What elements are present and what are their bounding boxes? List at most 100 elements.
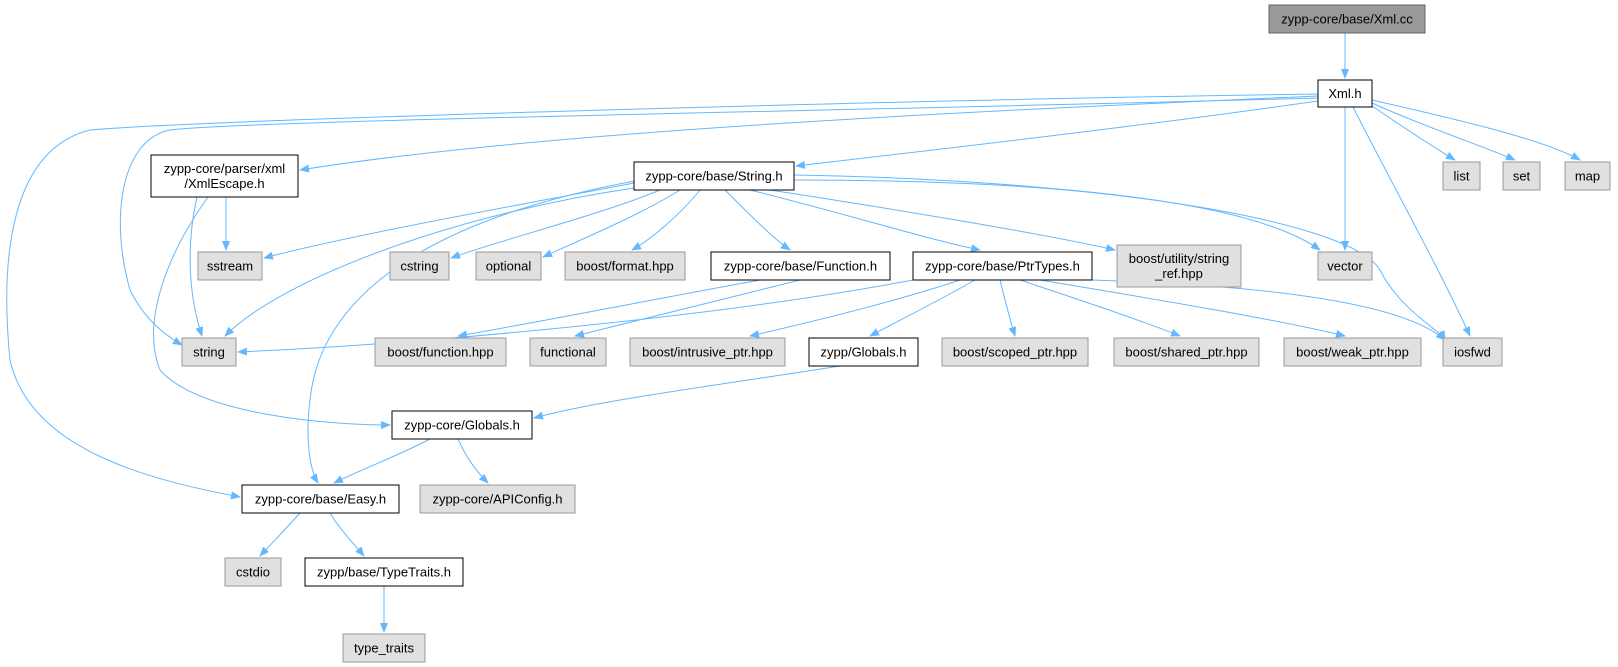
node-label: iosfwd [1454, 345, 1491, 360]
node-vector: vector [1317, 251, 1373, 281]
node-boost-string-ref: boost/utility/string_ref.hpp [1116, 244, 1242, 288]
edge-xml_h-to-set [1371, 102, 1516, 161]
node-box [1113, 337, 1260, 367]
node-function-h[interactable]: zypp-core/base/Function.h [710, 251, 891, 281]
node-label: type_traits [354, 641, 414, 656]
node-xml-cc: zypp-core/base/Xml.cc [1268, 4, 1426, 34]
node-box [1317, 251, 1373, 281]
node-cstdio: cstdio [224, 557, 282, 587]
node-box [1502, 161, 1541, 191]
node-box [633, 161, 795, 191]
edge-xml_h-to-iosfwd [1352, 106, 1471, 337]
edge-xml_h-to-string [119, 97, 1319, 346]
edge-ptrtypes_h-to-boost_shared [1019, 279, 1181, 337]
node-label: cstring [400, 259, 438, 274]
node-map: map [1564, 161, 1611, 191]
node-box [475, 251, 542, 281]
node-box [1442, 161, 1481, 191]
node-type-traits: type_traits [342, 633, 426, 663]
edge-string_h-to-string [224, 187, 635, 337]
node-xmlescape-h[interactable]: zypp-core/parser/xml/XmlEscape.h [150, 154, 299, 198]
node-zypp-globals-h[interactable]: zypp/Globals.h [808, 337, 919, 367]
node-label: zypp-core/Globals.h [404, 418, 520, 433]
node-label: zypp-core/base/Function.h [724, 259, 877, 274]
node-list: list [1442, 161, 1481, 191]
node-cstring: cstring [389, 251, 450, 281]
node-core-globals-h[interactable]: zypp-core/Globals.h [391, 410, 533, 440]
node-boost-function: boost/function.hpp [374, 337, 507, 367]
node-label: boost/intrusive_ptr.hpp [642, 345, 773, 360]
edge-xml_h-to-xmlescape_h [299, 95, 1319, 173]
node-xml-h[interactable]: Xml.h [1317, 79, 1373, 108]
node-boost-intrusive: boost/intrusive_ptr.hpp [629, 337, 786, 367]
node-optional: optional [475, 251, 542, 281]
edge-core_globals_h-to-apiconfig_h [457, 438, 489, 484]
node-box [241, 484, 400, 514]
node-label: vector [1327, 259, 1363, 274]
edge-string_h-to-cstring [450, 189, 661, 259]
node-label: boost/shared_ptr.hpp [1125, 345, 1247, 360]
node-label: zypp-core/parser/xml [164, 161, 285, 176]
edge-ptrtypes_h-to-string [237, 279, 914, 356]
node-label: zypp-core/base/String.h [645, 169, 782, 184]
edge-ptrtypes_h-to-boost_weak [1039, 279, 1346, 338]
edge-core_globals_h-to-easy_h [333, 438, 431, 484]
node-typetraits-h[interactable]: zypp/base/TypeTraits.h [304, 557, 464, 587]
node-iosfwd: iosfwd [1442, 337, 1503, 367]
edges-layer [6, 33, 1581, 633]
edge-string_h-to-sstream [263, 182, 635, 260]
node-box [808, 337, 919, 367]
edge-easy_h-to-cstdio [259, 512, 301, 557]
node-label: zypp-core/base/PtrTypes.h [925, 259, 1080, 274]
node-box [1317, 79, 1373, 108]
edge-string_h-to-boost_string_ref [769, 189, 1116, 252]
node-ptrtypes-h[interactable]: zypp-core/base/PtrTypes.h [912, 251, 1093, 281]
node-label: boost/function.hpp [387, 345, 493, 360]
edge-xml_h-to-easy_h [6, 93, 1319, 500]
edge-xmlescape_h-to-core_globals_h [153, 196, 391, 429]
node-label: _ref.hpp [1154, 266, 1203, 281]
node-box [529, 337, 607, 367]
node-label: /XmlEscape.h [184, 176, 264, 191]
edge-easy_h-to-typetraits_h [329, 512, 365, 557]
node-box [224, 557, 282, 587]
node-box [1268, 4, 1426, 34]
node-easy-h[interactable]: zypp-core/base/Easy.h [241, 484, 400, 514]
node-label: cstdio [236, 565, 270, 580]
edge-string_h-to-ptrtypes_h [749, 189, 981, 253]
edge-string_h-to-iosfwd [793, 174, 1446, 341]
node-string-h[interactable]: zypp-core/base/String.h [633, 161, 795, 191]
edge-xmlescape_h-to-string [189, 196, 203, 337]
node-box [629, 337, 786, 367]
node-functional: functional [529, 337, 607, 367]
node-label: zypp/base/TypeTraits.h [317, 565, 451, 580]
node-box [197, 251, 263, 281]
edge-ptrtypes_h-to-boost_scoped [999, 279, 1017, 337]
node-box [1283, 337, 1422, 367]
node-label: list [1454, 169, 1470, 184]
node-box [1564, 161, 1611, 191]
node-box [304, 557, 464, 587]
node-label: set [1513, 169, 1531, 184]
node-label: functional [540, 345, 596, 360]
node-label: zypp-core/APIConfig.h [432, 492, 562, 507]
node-label: map [1575, 169, 1600, 184]
node-string: string [181, 337, 237, 367]
node-box [342, 633, 426, 663]
node-box [1442, 337, 1503, 367]
edge-string_h-to-optional [542, 189, 681, 258]
node-box [1116, 244, 1242, 288]
node-box [391, 410, 533, 440]
edge-string_h-to-easy_h [307, 179, 641, 484]
node-label: zypp/Globals.h [821, 345, 907, 360]
edge-string_h-to-boost_format [631, 189, 701, 251]
node-label: boost/utility/string [1129, 251, 1229, 266]
node-sstream: sstream [197, 251, 263, 281]
node-label: optional [486, 259, 532, 274]
edge-ptrtypes_h-to-boost_intrusive [749, 279, 961, 338]
node-boost-shared: boost/shared_ptr.hpp [1113, 337, 1260, 367]
node-label: boost/format.hpp [576, 259, 674, 274]
node-box [389, 251, 450, 281]
edge-xml_h-to-map [1371, 99, 1581, 161]
